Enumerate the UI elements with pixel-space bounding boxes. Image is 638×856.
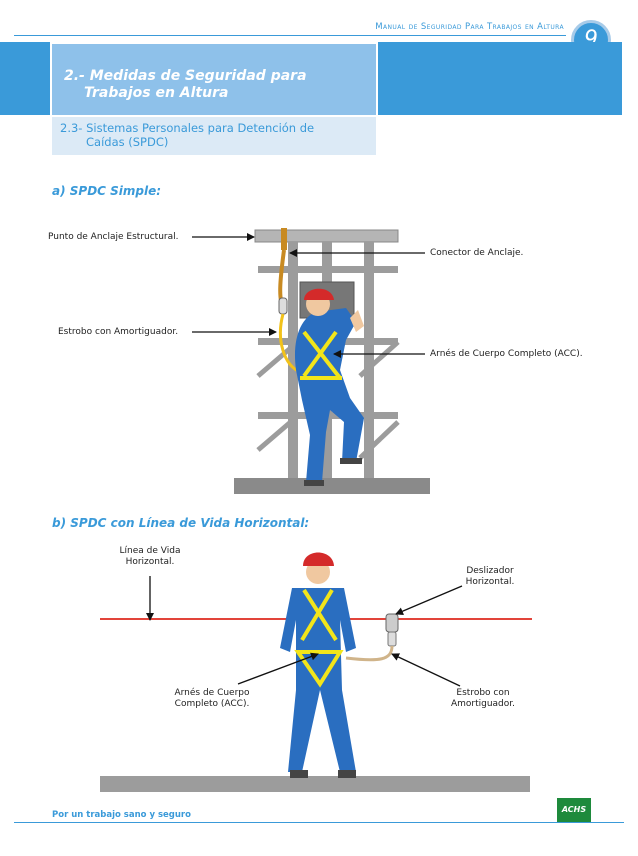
label-anchor-connector: Conector de Anclaje. bbox=[430, 248, 524, 258]
label-harness: Arnés de Cuerpo Completo (ACC). bbox=[430, 349, 583, 359]
ground-base bbox=[234, 478, 430, 494]
header-divider bbox=[14, 35, 566, 36]
subsection-title: 2.3- Sistemas Personales para Detención … bbox=[60, 121, 360, 149]
label-harness-b: Arnés de Cuerpo Completo (ACC). bbox=[162, 688, 262, 710]
label-lanyard-b-line1: Estrobo con bbox=[456, 688, 510, 698]
label-slider-line1: Deslizador bbox=[466, 566, 514, 576]
achs-logo: ACHS bbox=[557, 798, 591, 822]
manual-title: Manual de Seguridad Para Trabajos en Alt… bbox=[375, 22, 564, 32]
footer-tagline: Por un trabajo sano y seguro bbox=[52, 810, 191, 820]
label-lifeline: Línea de Vida Horizontal. bbox=[110, 546, 190, 568]
label-lifeline-line2: Horizontal. bbox=[125, 557, 175, 567]
figure-a-illustration bbox=[192, 228, 430, 494]
label-lanyard-b-line2: Amortiguador. bbox=[450, 699, 516, 709]
worker-b bbox=[280, 552, 356, 778]
floor bbox=[100, 776, 530, 792]
label-anchor-point: Punto de Anclaje Estructural. bbox=[48, 232, 179, 242]
figure-a-heading: a) SPDC Simple: bbox=[52, 184, 162, 198]
footer-divider bbox=[14, 822, 624, 823]
label-lifeline-line1: Línea de Vida bbox=[119, 546, 181, 556]
subsection-title-line2: Caídas (SPDC) bbox=[86, 135, 169, 149]
section-title-line2: Trabajos en Altura bbox=[84, 85, 229, 101]
label-slider: Deslizador Horizontal. bbox=[452, 566, 528, 588]
figure-b-heading: b) SPDC con Línea de Vida Horizontal: bbox=[52, 516, 310, 530]
lanyard-a bbox=[278, 228, 301, 374]
label-harness-b-line2: Completo (ACC). bbox=[174, 699, 250, 709]
subsection-title-line1: 2.3- Sistemas Personales para Detención … bbox=[60, 121, 315, 135]
label-harness-b-line1: Arnés de Cuerpo bbox=[174, 688, 250, 698]
label-lanyard: Estrobo con Amortiguador. bbox=[58, 327, 179, 337]
worker-a bbox=[294, 288, 364, 486]
section-title: 2.- Medidas de Seguridad para Trabajos e… bbox=[64, 68, 307, 102]
label-slider-line2: Horizontal. bbox=[465, 577, 515, 587]
section-title-box bbox=[52, 44, 376, 115]
label-lanyard-b: Estrobo con Amortiguador. bbox=[440, 688, 526, 710]
subsection-box bbox=[52, 117, 376, 155]
slider-and-lanyard bbox=[345, 613, 399, 662]
figure-b-illustration bbox=[100, 552, 532, 792]
section-title-line1: 2.- Medidas de Seguridad para bbox=[64, 68, 307, 84]
